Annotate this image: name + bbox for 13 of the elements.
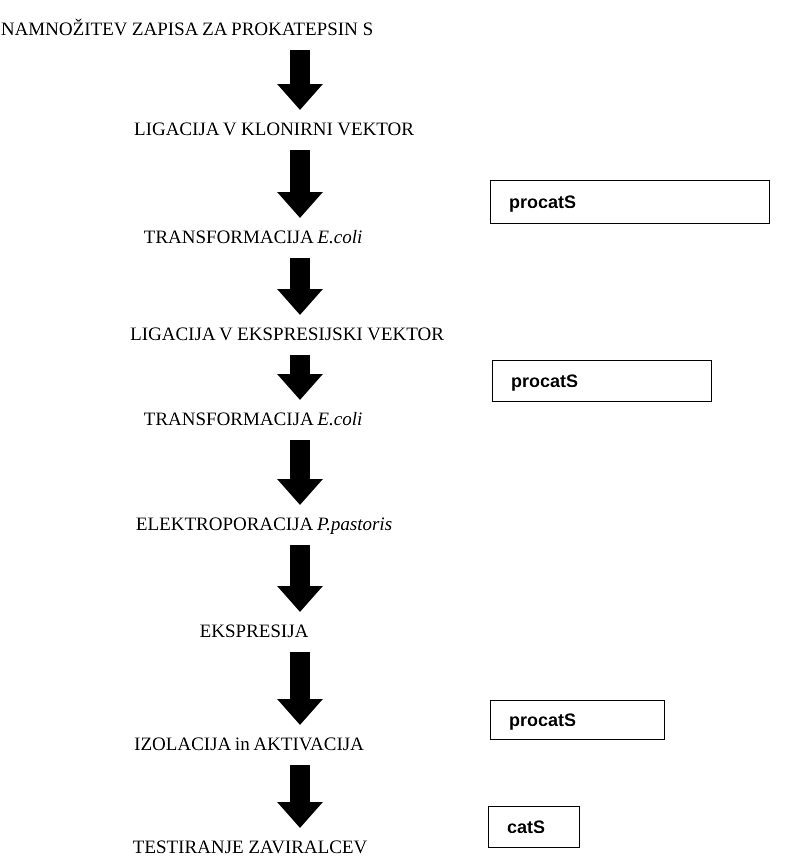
product-box: procatS (490, 180, 770, 224)
step-label: LIGACIJA V KLONIRNI VEKTOR (134, 119, 414, 141)
step-label: LIGACIJA V EKSPRESIJSKI VEKTOR (130, 324, 444, 346)
product-box: catS (488, 806, 580, 848)
step-label: TRANSFORMACIJA E.coli (144, 227, 362, 249)
step-label: TESTIRANJE ZAVIRALCEV (132, 837, 368, 859)
product-box: procatS (492, 360, 712, 402)
step-label: EKSPRESIJA (200, 621, 308, 643)
step-label: ELEKTROPORACIJA P.pastoris (136, 514, 392, 536)
step-label: TRANSFORMACIJA E.coli (144, 409, 362, 431)
product-box: procatS (490, 700, 665, 740)
step-label: IZOLACIJA in AKTIVACIJA (134, 734, 364, 756)
step-label: NAMNOŽITEV ZAPISA ZA PROKATEPSIN S (0, 19, 374, 41)
